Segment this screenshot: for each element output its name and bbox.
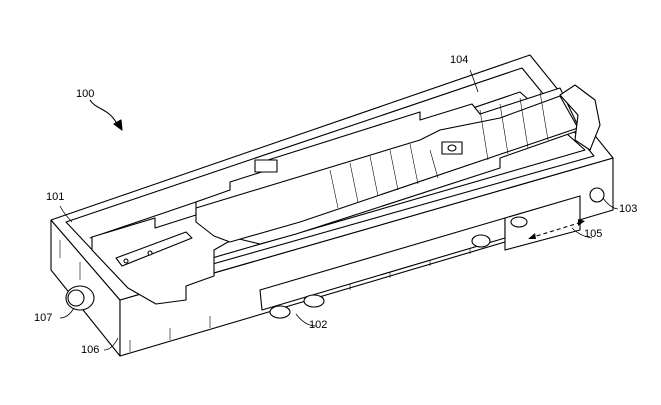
arrow-100 [89, 99, 119, 127]
connector-107-inner [67, 289, 85, 307]
right-connector [559, 84, 601, 151]
label-103: 103 [619, 203, 638, 215]
front-button [269, 305, 291, 319]
end-button [589, 187, 605, 203]
label-105: 105 [584, 228, 603, 240]
label-107: 107 [34, 312, 53, 324]
slider [504, 195, 581, 251]
flex-hole [147, 250, 153, 256]
leader-lines [59, 69, 619, 351]
label-102: 102 [309, 319, 328, 331]
slide-direction-arrow [529, 221, 583, 239]
flex-hole [123, 258, 129, 264]
label-101: 101 [46, 191, 65, 203]
front-button [471, 234, 491, 248]
shading-lines [59, 91, 549, 352]
label-100: 100 [76, 88, 95, 100]
chip [254, 159, 278, 173]
label-104: 104 [450, 54, 469, 66]
front-button [303, 294, 325, 308]
arrowhead [113, 119, 123, 131]
tab-hole [447, 144, 457, 152]
flex-connector [115, 231, 193, 267]
label-106: 106 [81, 344, 100, 356]
slider-knob [510, 216, 528, 228]
